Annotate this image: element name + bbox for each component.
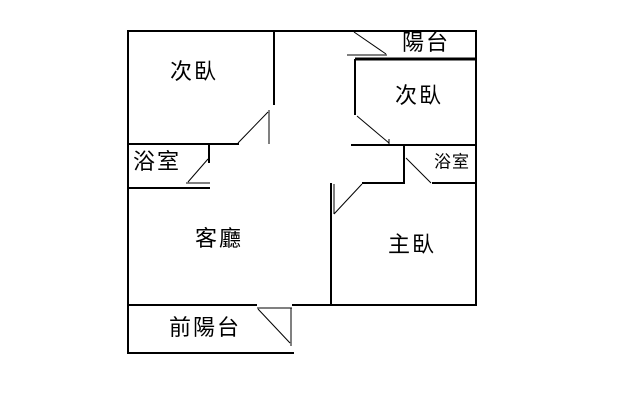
room-label-master-bedroom: 主臥 [387, 232, 437, 257]
room-label-bathroom-right: 浴室 [434, 152, 470, 172]
room-label-bedroom-top-right: 次臥 [394, 83, 444, 108]
room-label-bathroom-left: 浴室 [132, 149, 182, 174]
door-front-balcony-swing [257, 308, 291, 344]
door-bathroom2-swing [405, 157, 432, 184]
room-label-bedroom-top-left: 次臥 [169, 59, 219, 84]
room-label-balcony-top: 陽台 [401, 30, 451, 55]
door-bedroom1-swing [237, 111, 269, 144]
room-label-front-balcony: 前陽台 [168, 315, 242, 340]
door-balcony-swing [353, 31, 387, 55]
door-master-swing [333, 183, 363, 215]
door-bathroom1-swing [187, 158, 209, 183]
room-label-living-room: 客廳 [194, 226, 244, 251]
door-bedroom2-swing [356, 115, 390, 144]
